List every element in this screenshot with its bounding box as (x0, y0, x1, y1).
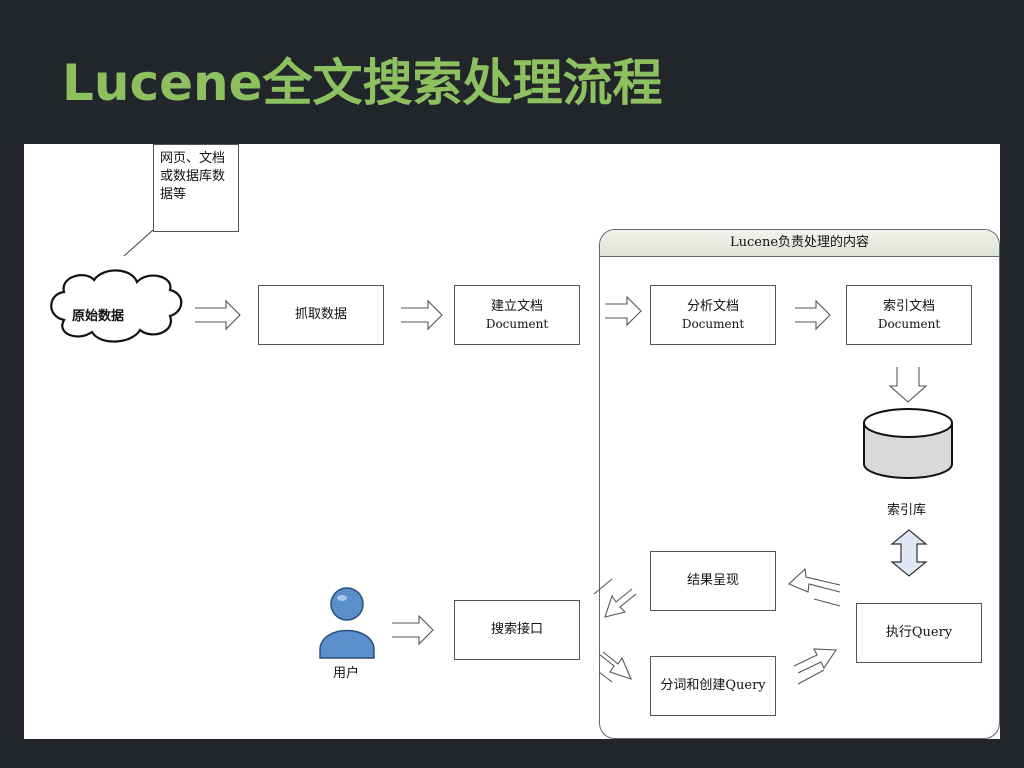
arrow-execute-to-results (788, 567, 841, 607)
source-cloud-icon (50, 269, 183, 343)
index-database-label: 索引库 (887, 503, 927, 518)
diagram-canvas: Lucene负责处理的内容 网页、文档 或数据库数 据等 抓取数据 建立文档 D… (24, 144, 1000, 739)
search-api-label: 搜索接口 (490, 622, 543, 638)
user-label: 用户 (333, 666, 360, 681)
build-document-label: 建立文档 (490, 299, 543, 315)
index-document-box: 索引文档 Document (846, 285, 972, 345)
slide-title: Lucene全文搜索处理流程 (62, 54, 663, 112)
arrow-results-to-search (593, 578, 637, 618)
analyze-document-sub: Document (681, 316, 745, 331)
arrow-search-to-tokenize (598, 651, 632, 683)
analyze-document-label: 分析文档 (686, 299, 739, 315)
build-document-box: 建立文档 Document (454, 285, 580, 345)
index-document-sub: Document (877, 316, 941, 331)
note-callout-line (123, 229, 154, 257)
arrow-fetch-to-build (401, 299, 443, 331)
lucene-panel-title: Lucene负责处理的内容 (600, 230, 999, 257)
fetch-data-box: 抓取数据 (258, 285, 384, 345)
analyze-document-box: 分析文档 Document (650, 285, 776, 345)
arrow-analyze-to-index (795, 299, 831, 331)
data-source-note: 网页、文档 或数据库数 据等 (153, 144, 239, 232)
build-document-sub: Document (485, 316, 549, 331)
arrow-tokenize-to-execute (793, 648, 837, 685)
execute-query-label: 执行Query (885, 625, 953, 641)
index-database-icon (863, 408, 953, 479)
results-label: 结果呈现 (686, 573, 739, 589)
user-icon (319, 587, 375, 659)
arrow-db-to-execute (890, 529, 928, 577)
arrow-cloud-to-fetch (195, 299, 241, 331)
arrow-index-to-db (888, 367, 928, 403)
execute-query-box: 执行Query (856, 603, 982, 663)
source-cloud-label: 原始数据 (72, 309, 125, 324)
arrow-build-to-analyze (605, 295, 642, 327)
arrow-user-to-search (392, 614, 434, 646)
results-box: 结果呈现 (650, 551, 776, 611)
fetch-data-label: 抓取数据 (294, 307, 347, 323)
index-document-label: 索引文档 (882, 299, 935, 315)
diagram-graphics (50, 229, 953, 685)
search-api-box: 搜索接口 (454, 600, 580, 660)
tokenize-query-label: 分词和创建Query (660, 678, 766, 694)
tokenize-query-box: 分词和创建Query (650, 656, 776, 716)
